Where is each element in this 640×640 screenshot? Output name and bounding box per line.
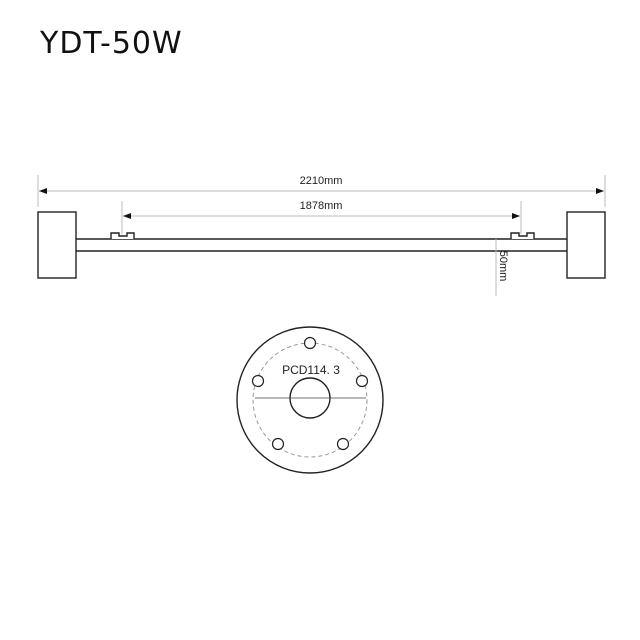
left-mount-bracket <box>110 232 135 239</box>
tube-diameter-label: 50mm <box>497 251 509 282</box>
bolt-hole <box>355 374 369 388</box>
bolt-hole <box>251 374 265 388</box>
pcd-label: PCD114. 3 <box>282 363 340 377</box>
bolt-hole <box>271 437 285 451</box>
overall-length-label: 2210mm <box>300 175 343 187</box>
model-title: YDT-50W <box>40 26 183 61</box>
right-end-block <box>566 211 606 279</box>
bolt-hole <box>303 336 317 350</box>
extension-lines <box>37 175 606 234</box>
left-end-block <box>37 211 77 279</box>
flange-outline <box>236 326 384 474</box>
mount-spacing-label: 1878mm <box>300 200 343 212</box>
right-mount-bracket <box>510 232 535 239</box>
bolt-hole <box>336 437 350 451</box>
pcd-circle <box>252 342 368 458</box>
flange-plan-view: PCD114. 3 <box>236 326 384 474</box>
